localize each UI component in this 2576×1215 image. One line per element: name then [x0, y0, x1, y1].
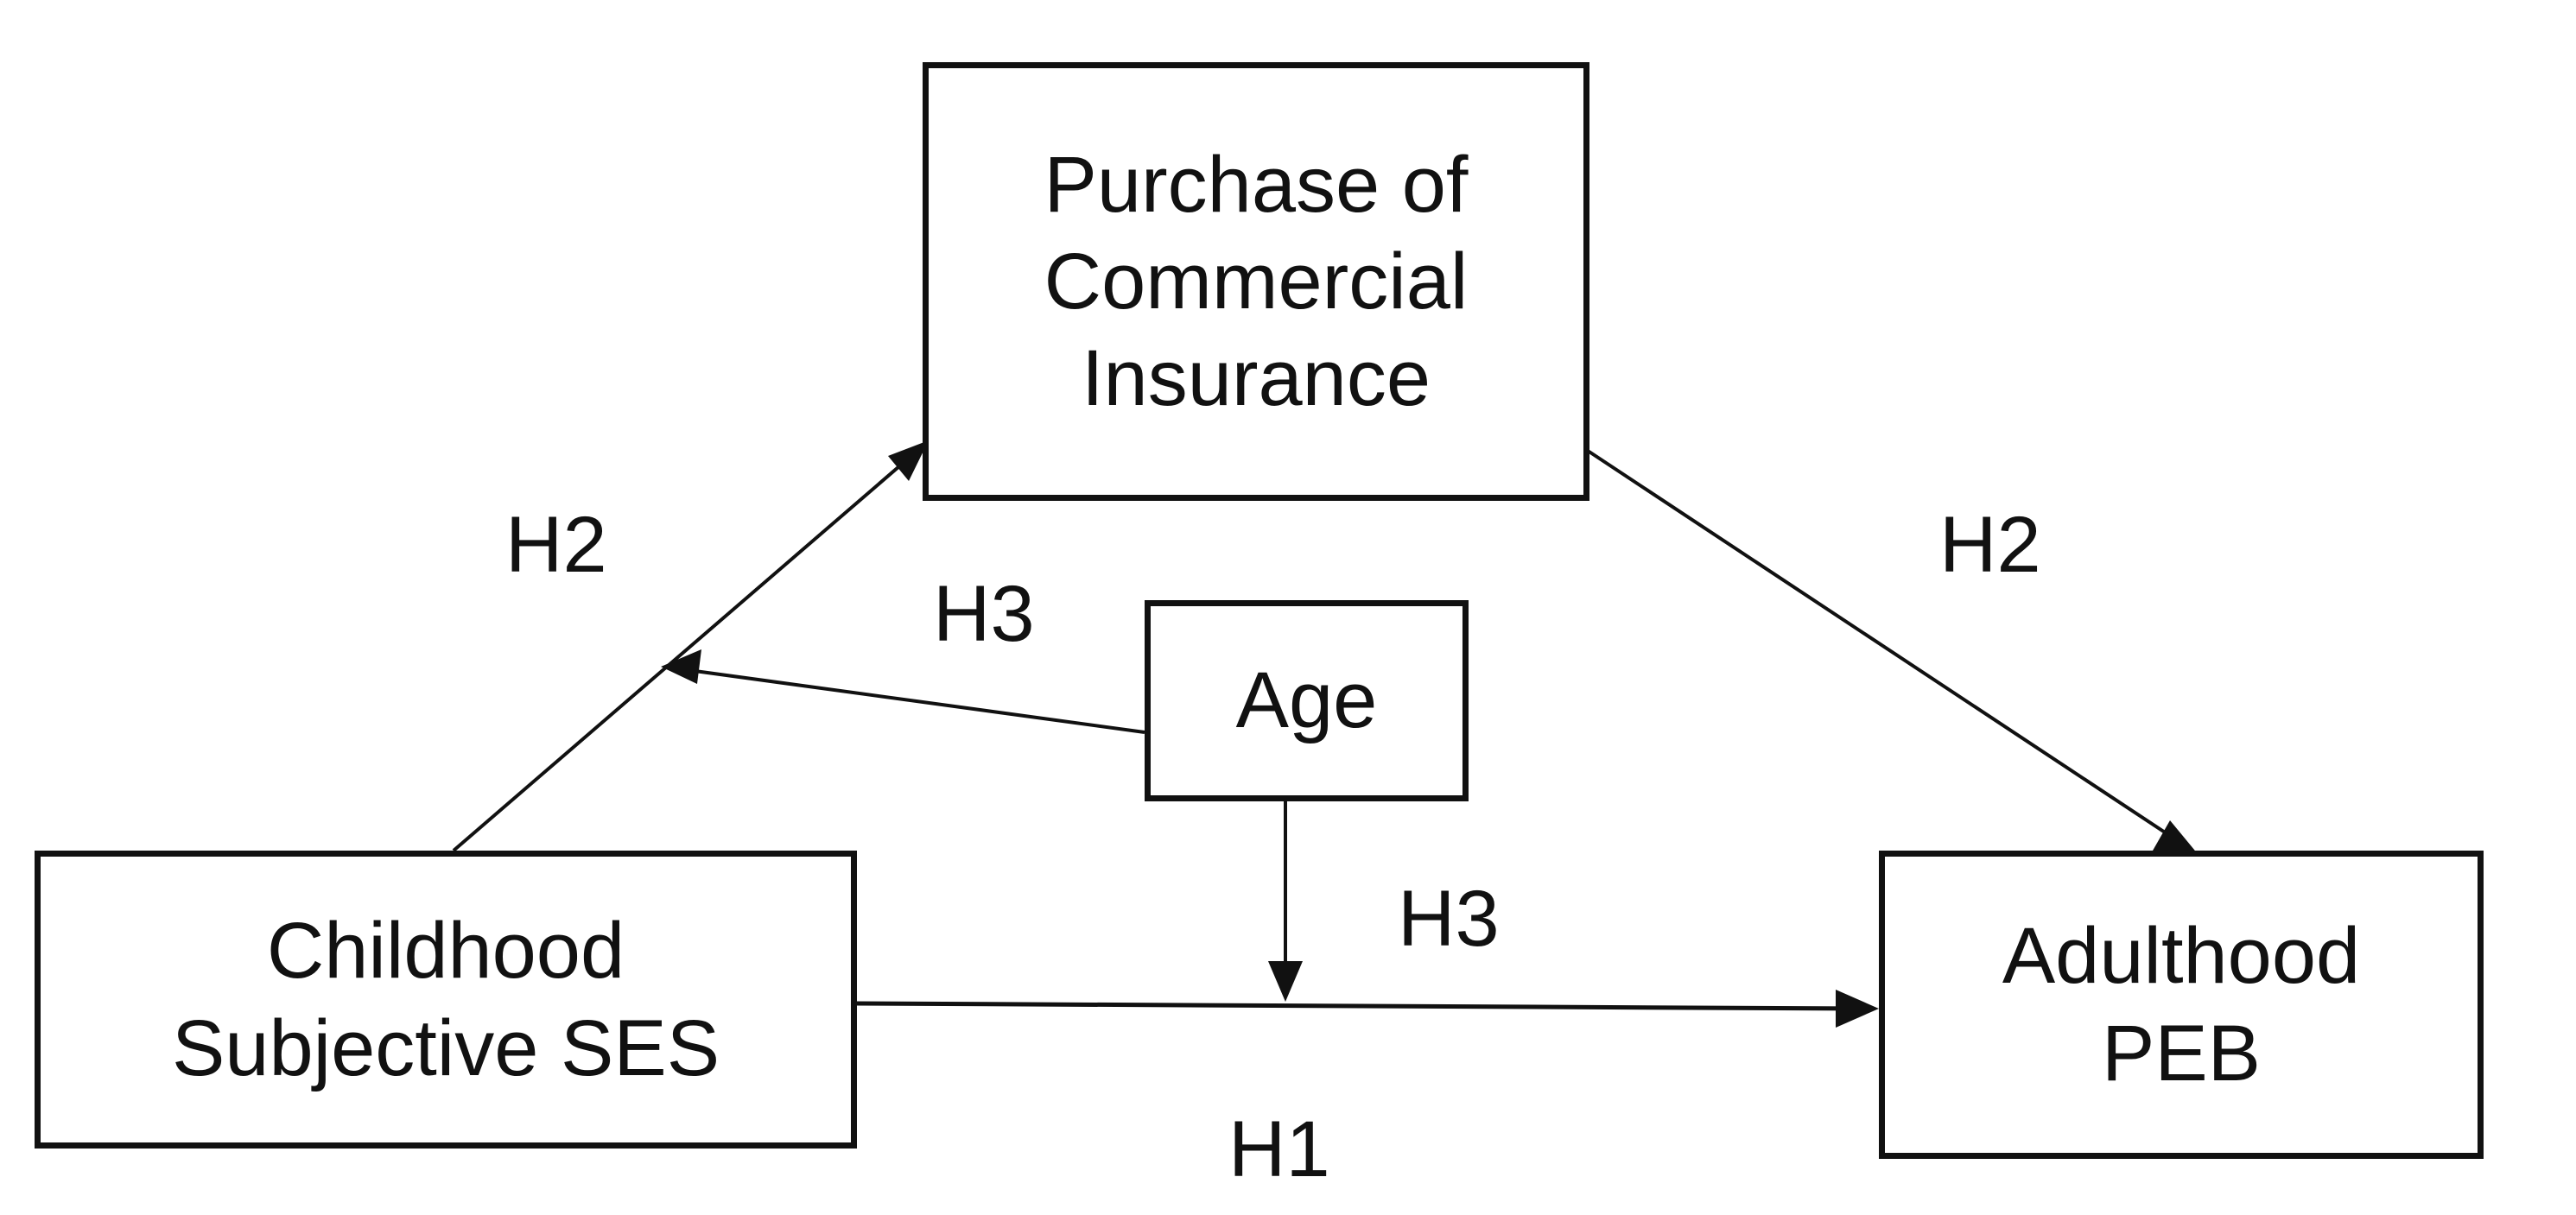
node-adulthood-peb: Adulthood PEB	[1879, 851, 2484, 1159]
node-age: Age	[1145, 600, 1469, 801]
node-childhood-line-2: Subjective SES	[171, 1003, 720, 1092]
label-h1: H1	[1228, 1105, 1330, 1193]
node-adulthood-line-1: Adulthood	[2002, 912, 2361, 1001]
label-h2-left: H2	[505, 501, 607, 589]
node-adulthood-line-2: PEB	[2101, 1009, 2262, 1098]
node-childhood-line-1: Childhood	[266, 907, 625, 996]
arrow-insurance-to-peb	[1583, 447, 2194, 852]
arrowhead-insurance	[888, 440, 929, 481]
node-insurance-line-3: Insurance	[1081, 334, 1431, 423]
arrowhead-moderation-h2	[661, 649, 701, 684]
node-childhood-subjective-ses: Childhood Subjective SES	[35, 851, 857, 1149]
node-age-label: Age	[1235, 656, 1378, 745]
arrow-ses-to-peb	[854, 1001, 1867, 1011]
arrow-age-to-h2path	[669, 666, 1145, 734]
arrowhead-peb-left	[1836, 990, 1879, 1028]
label-h3-upper: H3	[933, 570, 1035, 658]
arrowhead-moderation-h1	[1268, 961, 1303, 1002]
arrowhead-peb-top	[2153, 820, 2198, 855]
node-insurance-line-2: Commercial	[1044, 237, 1469, 326]
label-h2-right: H2	[1939, 501, 2041, 589]
node-purchase-of-commercial-insurance: Purchase of Commercial Insurance	[923, 62, 1589, 501]
label-h3-lower: H3	[1398, 875, 1500, 963]
node-insurance-line-1: Purchase of	[1044, 140, 1469, 229]
arrow-ses-to-insurance	[452, 443, 926, 852]
